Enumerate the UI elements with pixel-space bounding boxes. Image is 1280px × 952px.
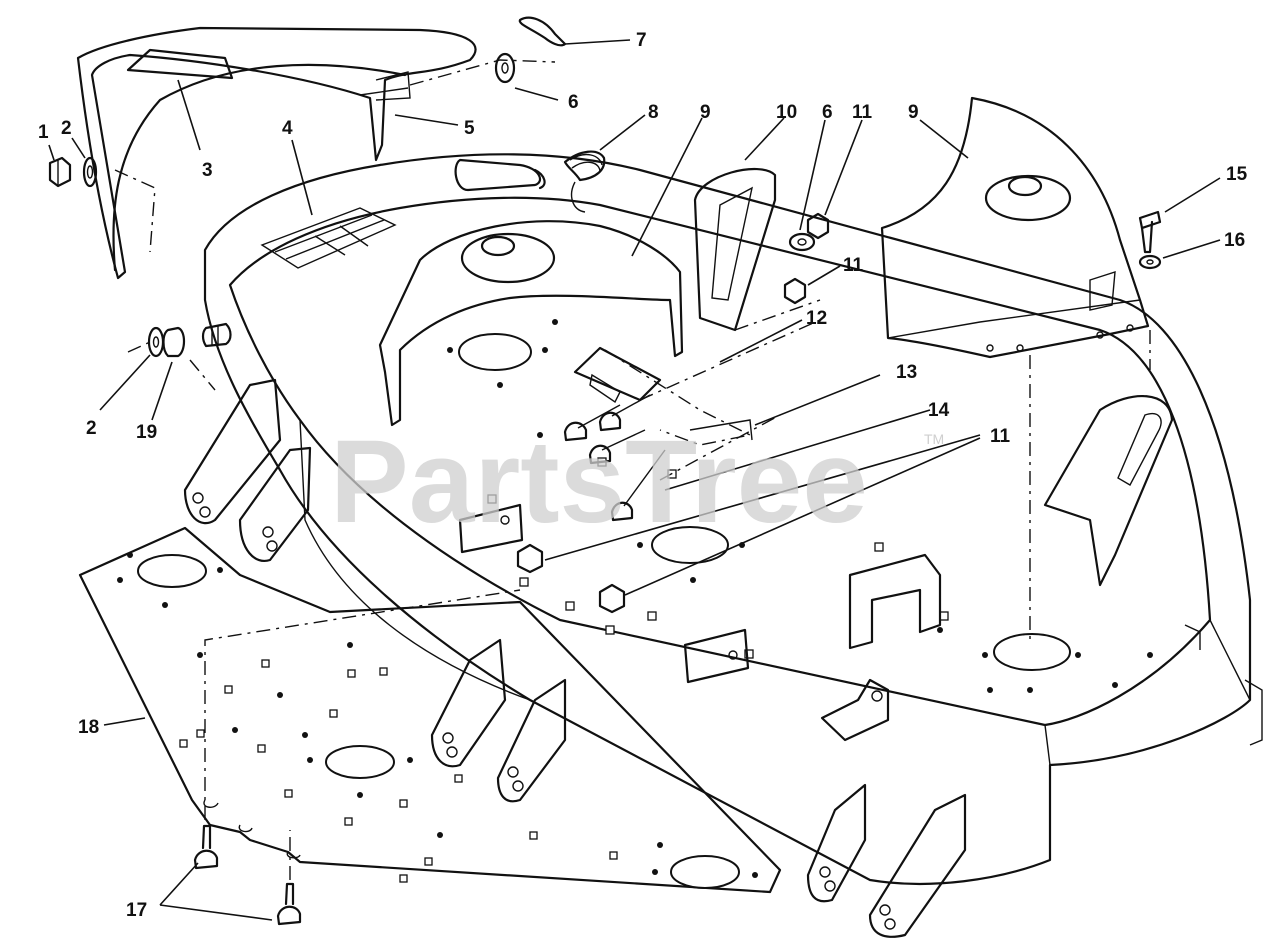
- watermark-trademark: TM: [924, 431, 944, 447]
- watermark-text: PartsTree: [330, 416, 868, 548]
- callout-9: 9: [700, 102, 711, 123]
- deck-decal: [260, 207, 397, 269]
- deck-spindle-holes: [447, 319, 1153, 693]
- callout-9b: 9: [908, 102, 919, 123]
- belt-cover-left: [378, 220, 684, 427]
- callout-11b: 11: [843, 255, 864, 276]
- callout-16: 16: [1224, 230, 1245, 251]
- callout-2: 2: [61, 118, 72, 139]
- callout-1: 1: [38, 122, 49, 143]
- hardware-top: [409, 16, 606, 213]
- callout-labels: 1 2 3 4 5 6 7 8 9 10 6 11 9 15 16 11 12 …: [38, 30, 1248, 921]
- callout-12: 12: [806, 308, 827, 329]
- belt-cover-right: [880, 96, 1150, 359]
- deck-brackets: [454, 158, 942, 742]
- carriage-bolts: [563, 299, 821, 522]
- carriage-bolts-17: [193, 589, 521, 926]
- callout-15: 15: [1226, 164, 1248, 185]
- callout-6b: 6: [822, 102, 833, 123]
- callout-5: 5: [464, 118, 475, 139]
- top-shield: [76, 26, 477, 280]
- callout-11: 11: [852, 102, 873, 123]
- callout-6: 6: [568, 92, 579, 113]
- callout-17: 17: [126, 900, 147, 921]
- callout-4: 4: [282, 118, 293, 139]
- callout-11c: 11: [990, 426, 1011, 447]
- callout-8: 8: [648, 102, 659, 123]
- slotted-arm-brackets: [693, 167, 1174, 587]
- deck-housing: [203, 153, 1263, 886]
- callout-19: 19: [136, 422, 157, 443]
- hardware-right: [516, 210, 1162, 614]
- bottom-plate: [78, 526, 782, 894]
- callout-14: 14: [928, 400, 950, 421]
- alignment-lines: [189, 330, 1151, 640]
- callout-10: 10: [776, 102, 797, 123]
- callout-7: 7: [636, 30, 647, 51]
- callout-18: 18: [78, 717, 99, 738]
- callout-13: 13: [896, 362, 917, 383]
- deck-hanger-brackets: [183, 378, 967, 938]
- hardware-left: [48, 156, 232, 358]
- callout-3: 3: [202, 160, 213, 181]
- callout-leaders: [48, 39, 1221, 921]
- callout-2b: 2: [86, 418, 97, 439]
